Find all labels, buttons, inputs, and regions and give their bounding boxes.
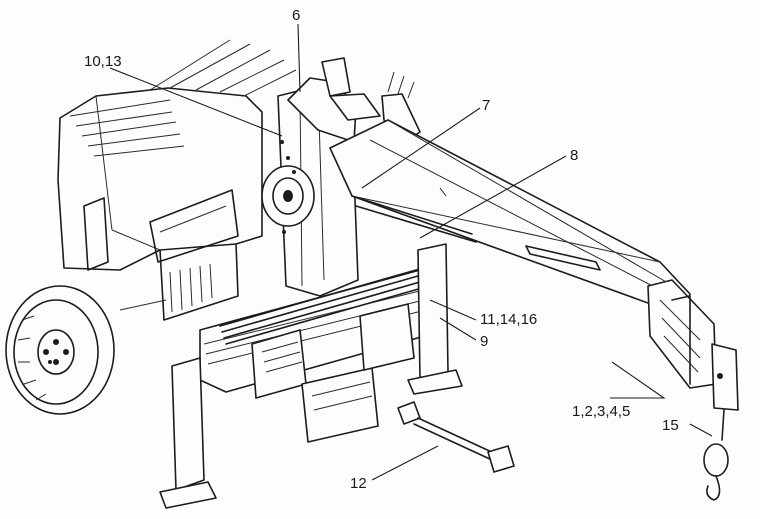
label-10-13: 10,13 xyxy=(84,53,122,70)
truck-cab xyxy=(57,39,297,321)
label-7: 7 xyxy=(482,97,490,114)
label-1-5: 1,2,3,4,5 xyxy=(572,403,630,420)
label-9: 9 xyxy=(480,333,488,350)
front-wheel xyxy=(5,285,167,415)
label-11-14-16: 11,14,16 xyxy=(480,311,537,328)
crane-boom xyxy=(329,119,739,501)
base-frame xyxy=(159,243,463,509)
label-6: 6 xyxy=(292,7,300,24)
label-12: 12 xyxy=(350,475,367,492)
label-8: 8 xyxy=(570,147,578,164)
label-15: 15 xyxy=(662,417,679,434)
hose-part-12 xyxy=(397,401,515,473)
leader-lines xyxy=(109,23,713,481)
crane-column xyxy=(261,57,421,297)
